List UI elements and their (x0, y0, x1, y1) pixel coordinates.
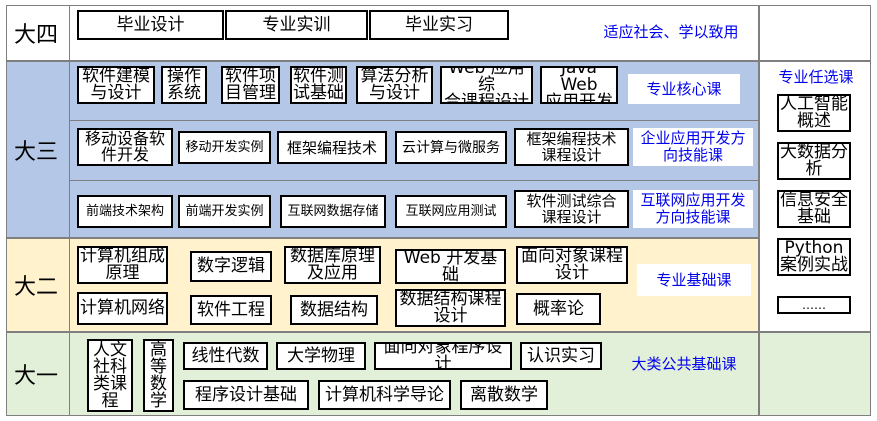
course-java-web: Java Web 应用开发 (540, 66, 618, 104)
course-professional-training: 专业实训 (225, 10, 368, 40)
course-web-dev-basics: Web 开发基础 (395, 249, 506, 284)
course-framework-programming: 框架编程技术 (277, 131, 387, 164)
course-digital-logic: 数字逻辑 (190, 251, 272, 282)
separator-y3-1 (70, 120, 759, 121)
course-graduation-internship: 毕业实习 (369, 10, 509, 40)
year-label-2: 大二 (13, 275, 58, 300)
course-intro-computer-science: 计算机科学导论 (318, 380, 451, 410)
elective-big-data: 大数据分 析 (777, 142, 851, 180)
course-probability: 概率论 (516, 293, 601, 325)
course-data-structures-project: 数据结构课程 设计 (395, 289, 506, 327)
elective-column-bottom (759, 332, 871, 416)
year-label-3: 大三 (13, 139, 58, 165)
course-advanced-math: 高 等 数 学 (143, 339, 174, 412)
course-internet-data-storage: 互联网数据存储 (280, 195, 386, 228)
category-apply-to-society: 适应社会、学以致用 (603, 22, 739, 41)
course-linear-algebra: 线性代数 (183, 342, 268, 370)
course-internet-app-testing: 互联网应用测试 (395, 195, 507, 228)
course-oop-design-project: 面向对象课程 设计 (516, 246, 628, 284)
category-professional-basics: 专业基础课 (637, 264, 751, 296)
course-framework-design-project: 框架编程技术 课程设计 (514, 128, 629, 166)
separator-left-col (69, 5, 70, 416)
category-core-courses: 专业核心课 (628, 74, 740, 104)
elective-more: …… (777, 296, 851, 314)
course-operating-system: 操作 系统 (161, 66, 207, 104)
course-cloud-microservices: 云计算与微服务 (395, 131, 507, 164)
course-computer-organization: 计算机组成 原理 (77, 246, 168, 284)
course-oop-programming: 面向对象程序设计 (374, 342, 512, 370)
course-software-testing-project: 软件测试综合 课程设计 (514, 190, 629, 228)
course-humanities: 人文 社科 类课 程 (87, 339, 133, 412)
separator-y3-2 (70, 180, 759, 181)
course-mobile-device-software: 移动设备软 件开发 (77, 128, 173, 166)
course-discrete-math: 离散数学 (460, 380, 548, 410)
course-software-engineering: 软件工程 (190, 295, 272, 325)
course-software-project-management: 软件项 目管理 (221, 66, 280, 104)
course-cognitive-internship: 认识实习 (520, 342, 602, 370)
course-software-modeling: 软件建模 与设计 (77, 66, 155, 104)
category-internet-skills: 互联网应用开发 方向技能课 (633, 190, 753, 228)
year-label-1: 大一 (13, 364, 58, 389)
course-software-testing-basics: 软件测 试基础 (290, 66, 347, 104)
category-general-basics: 大类公共基础课 (631, 354, 737, 373)
course-programming-basics: 程序设计基础 (183, 380, 309, 410)
elective-info-security: 信息安全 基础 (777, 190, 851, 228)
course-data-structures: 数据结构 (290, 295, 378, 325)
course-college-physics: 大学物理 (276, 342, 366, 370)
course-frontend-dev-examples: 前端开发实例 (178, 195, 271, 228)
course-algorithm-analysis: 算法分析 与设计 (356, 66, 433, 104)
course-graduation-design: 毕业设计 (77, 10, 224, 40)
year-label-4: 大四 (13, 23, 58, 48)
elective-column-top (759, 5, 871, 61)
elective-title: 专业任选课 (768, 66, 864, 88)
course-mobile-dev-examples: 移动开发实例 (178, 131, 271, 164)
course-frontend-architecture: 前端技术架构 (77, 195, 173, 228)
category-enterprise-skills: 企业应用开发方 向技能课 (633, 128, 753, 166)
course-database-principles: 数据库原理 及应用 (284, 246, 381, 284)
elective-ai-overview: 人工智能 概述 (777, 94, 851, 132)
course-computer-network: 计算机网络 (77, 292, 168, 325)
course-web-design-project: Web 应用综 合课程设计 (440, 66, 533, 104)
elective-python-cases: Python 案例实战 (777, 238, 851, 276)
